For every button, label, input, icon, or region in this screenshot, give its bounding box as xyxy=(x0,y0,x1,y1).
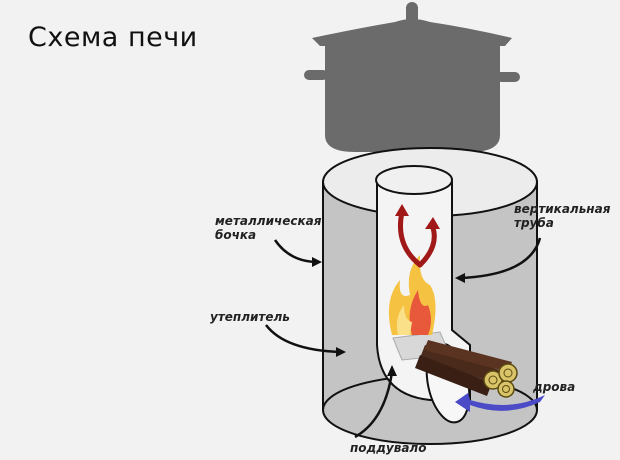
label-insulation: утеплитель xyxy=(210,310,290,324)
diagram-title: Схема печи xyxy=(28,22,198,53)
air-arrow-icon xyxy=(455,393,545,412)
label-barrel: металлическая бочка xyxy=(215,214,321,242)
label-pipe-line2: труба xyxy=(514,216,554,230)
firewood-icon xyxy=(415,340,518,398)
pot-icon xyxy=(304,2,520,152)
label-air-inlet: поддувало xyxy=(350,441,427,455)
pointer-arrows xyxy=(265,237,542,439)
label-barrel-line1: металлическая xyxy=(215,214,322,228)
label-pipe: вертикальная труба xyxy=(514,202,610,230)
flame-icon xyxy=(388,255,436,335)
label-pipe-line1: вертикальная xyxy=(514,202,611,216)
heat-arrows-icon xyxy=(395,204,440,268)
label-barrel-line2: бочка xyxy=(215,228,257,242)
label-firewood: дрова xyxy=(533,380,576,394)
